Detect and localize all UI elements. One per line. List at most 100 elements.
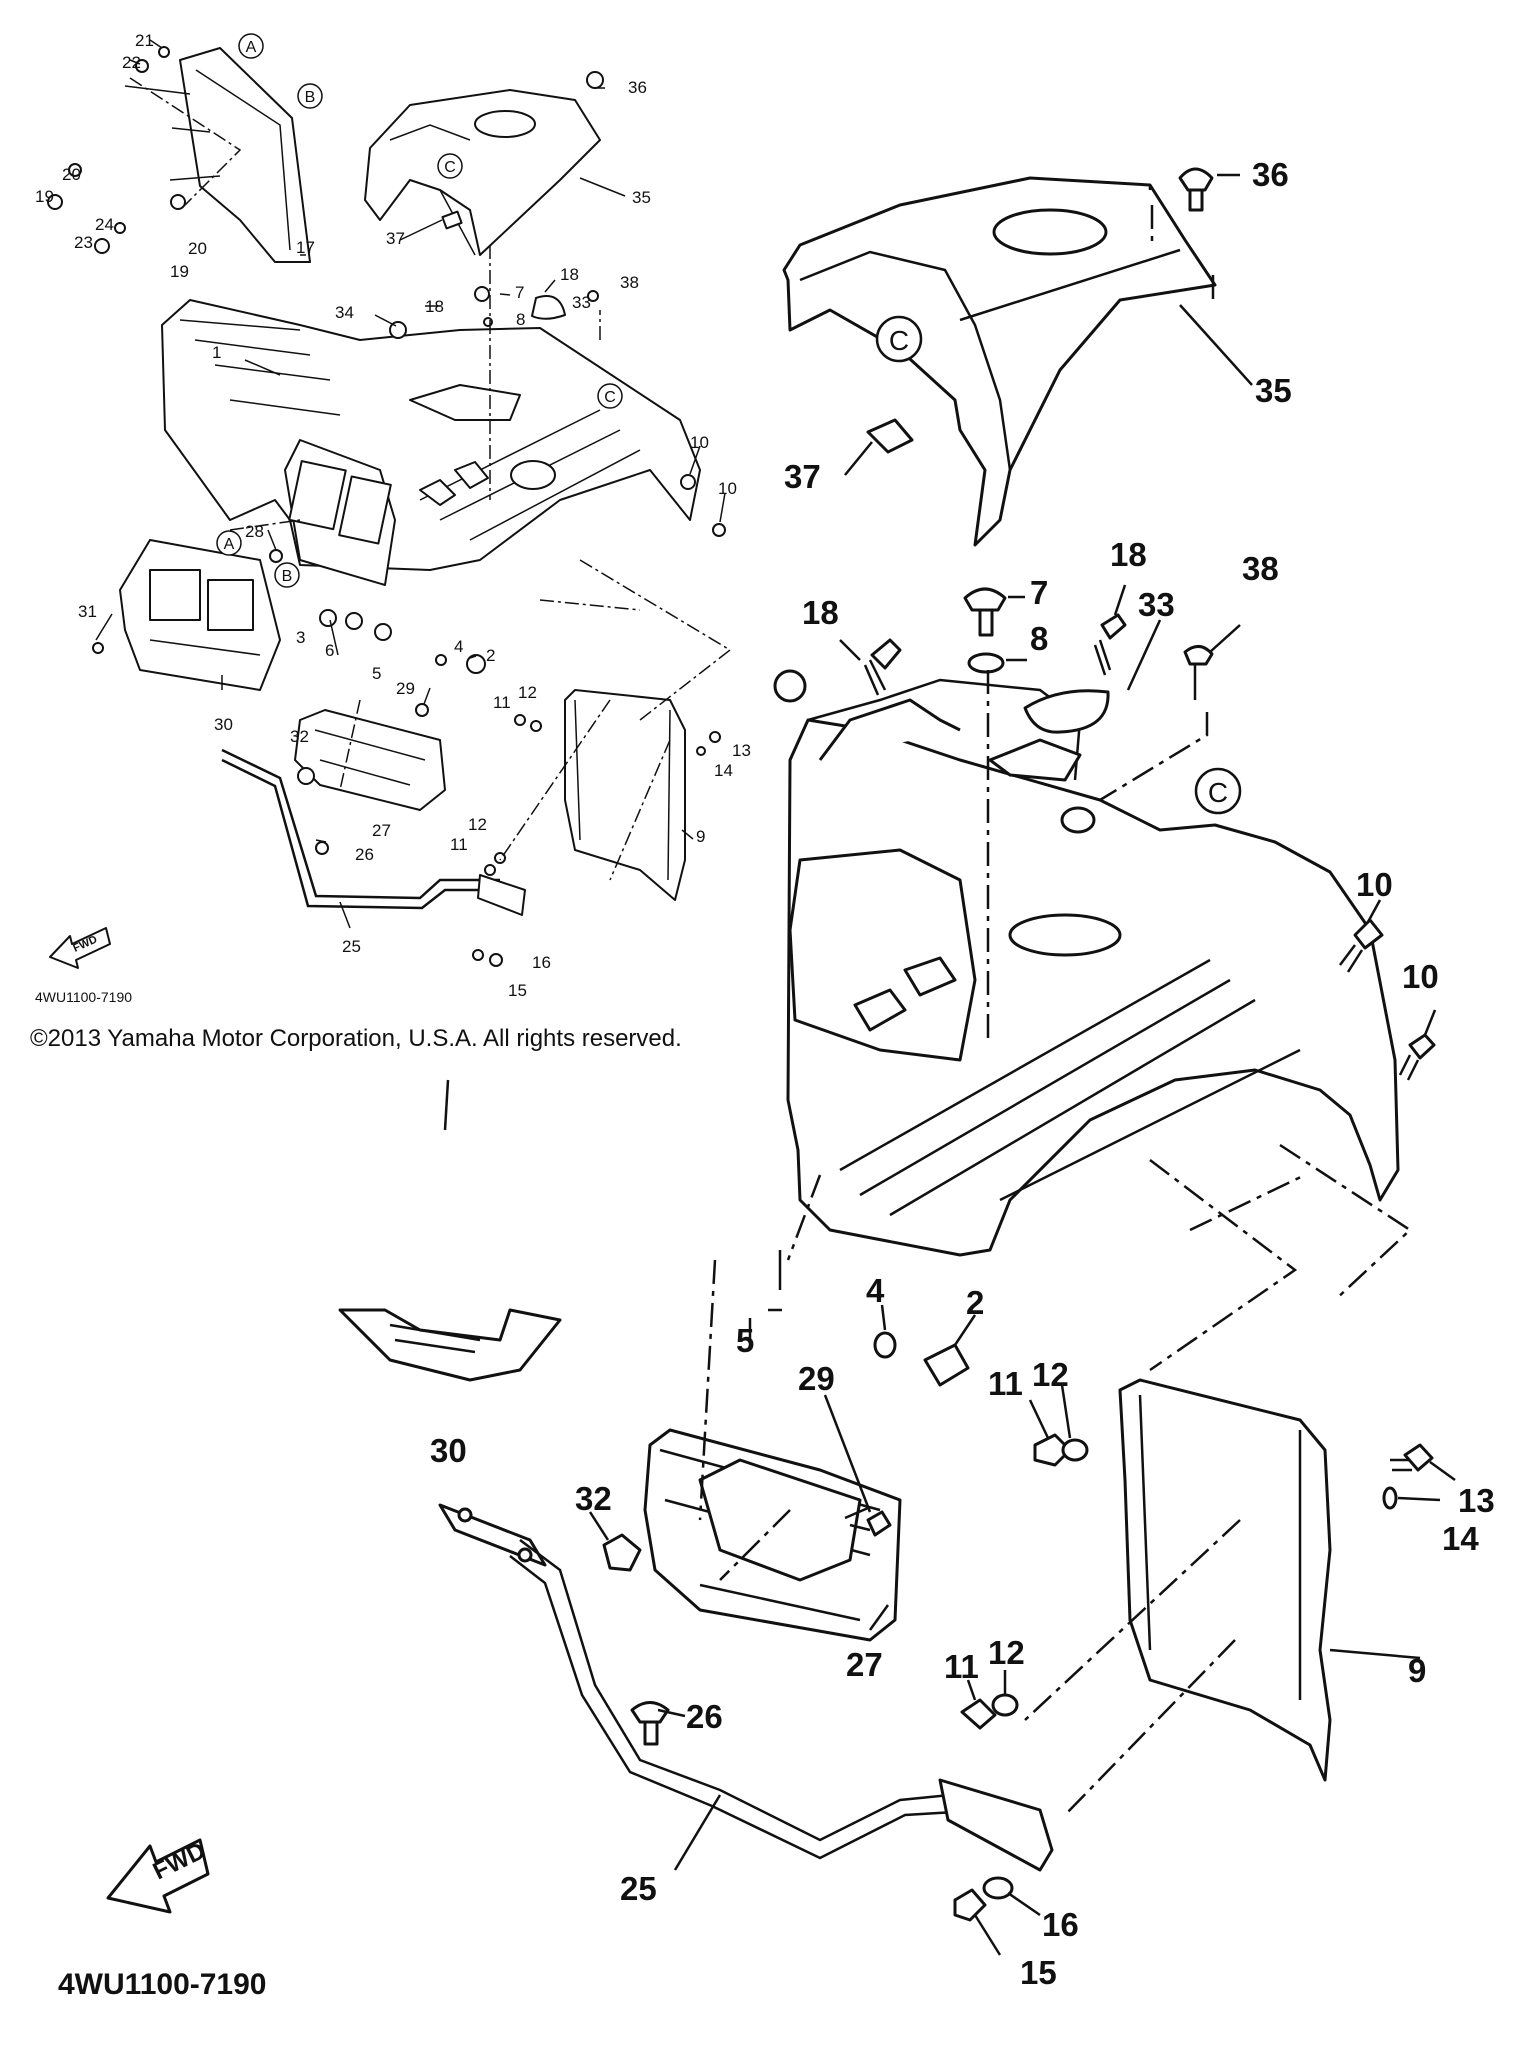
label-23: 23 xyxy=(74,233,93,252)
label-24: 24 xyxy=(95,215,114,234)
part-17-side-panel xyxy=(124,47,311,263)
label-16: 16 xyxy=(532,953,551,972)
label-20: 20 xyxy=(62,165,81,184)
small-diagram-code: 4WU1100-7190 xyxy=(35,989,132,1005)
callout-c-fender: C xyxy=(597,383,623,409)
label-5: 5 xyxy=(372,664,381,683)
label-18-b: 18 xyxy=(560,265,579,284)
label-12-b: 12 xyxy=(468,815,487,834)
label-20-b: 20 xyxy=(188,239,207,258)
label-35: 35 xyxy=(632,188,651,207)
large-callouts: C C xyxy=(875,315,1242,815)
large-label-37: 37 xyxy=(784,458,821,495)
large-callout-c-fender: C xyxy=(1194,767,1242,815)
label-31: 31 xyxy=(78,602,97,621)
large-label-27: 27 xyxy=(846,1646,883,1683)
svg-text:A: A xyxy=(224,536,235,553)
large-label-38: 38 xyxy=(1242,550,1279,587)
label-28: 28 xyxy=(245,522,264,541)
label-27: 27 xyxy=(372,821,391,840)
label-10-b: 10 xyxy=(718,479,737,498)
label-7: 7 xyxy=(515,283,524,302)
callout-c-cover: C xyxy=(437,153,463,179)
label-32: 32 xyxy=(290,727,309,746)
large-part-30-bezel xyxy=(338,1308,562,1382)
large-leader-lines xyxy=(443,173,1456,1956)
label-25: 25 xyxy=(342,937,361,956)
large-label-14: 14 xyxy=(1442,1520,1479,1557)
label-2: 2 xyxy=(486,646,495,665)
label-3: 3 xyxy=(296,628,305,647)
label-29: 29 xyxy=(396,679,415,698)
callout-a-top: A xyxy=(238,33,264,59)
small-overview-drawing: A B C C A B 2 1 xyxy=(35,31,751,1005)
label-9: 9 xyxy=(696,827,705,846)
part-9-mud-flap xyxy=(564,689,686,901)
large-label-15: 15 xyxy=(1020,1954,1057,1991)
callout-a-bezel: A xyxy=(216,530,242,556)
svg-text:B: B xyxy=(305,89,316,106)
large-fwd-arrow: FWD xyxy=(106,1837,210,1914)
label-1: 1 xyxy=(212,343,221,362)
label-11: 11 xyxy=(493,693,511,712)
large-part-35-top-cover xyxy=(782,176,1217,547)
svg-text:C: C xyxy=(444,159,456,176)
large-label-4: 4 xyxy=(866,1272,885,1309)
callout-b-bezel: B xyxy=(274,562,300,588)
label-11-b: 11 xyxy=(450,835,468,854)
label-15: 15 xyxy=(508,981,527,1000)
large-hardware xyxy=(602,167,1436,1922)
copyright-notice: ©2013 Yamaha Motor Corporation, U.S.A. A… xyxy=(30,1025,682,1052)
label-36: 36 xyxy=(628,78,647,97)
callout-b-top: B xyxy=(297,83,323,109)
label-17: 17 xyxy=(296,238,315,257)
large-label-33: 33 xyxy=(1138,586,1175,623)
small-part-labels: 21 22 19 20 24 23 20 19 17 36 35 37 34 1… xyxy=(35,31,751,1000)
svg-text:C: C xyxy=(889,325,909,356)
large-label-11-b: 11 xyxy=(944,1648,979,1685)
large-label-18: 18 xyxy=(802,594,839,631)
large-label-25: 25 xyxy=(620,1870,657,1907)
label-33: 33 xyxy=(572,293,591,312)
small-leader-lines xyxy=(95,39,726,929)
label-19-b: 19 xyxy=(170,262,189,281)
large-part-27-headlight-housing xyxy=(643,1428,902,1642)
large-label-18-b: 18 xyxy=(1110,536,1147,573)
large-label-30: 30 xyxy=(430,1432,467,1469)
large-label-13: 13 xyxy=(1458,1482,1495,1519)
small-callouts: A B C C A B xyxy=(216,33,623,588)
large-part-labels: 36 35 37 18 7 8 18 33 38 10 10 4 2 5 29 … xyxy=(430,156,1495,1991)
large-label-8: 8 xyxy=(1030,620,1048,657)
large-label-36: 36 xyxy=(1252,156,1289,193)
svg-text:A: A xyxy=(246,39,257,56)
part-27-headlight-housing xyxy=(294,709,446,811)
large-zoomed-drawing: C C 36 35 37 18 7 8 18 33 38 10 10 4 2 5… xyxy=(58,156,1495,2001)
part-35-top-cover xyxy=(364,89,601,256)
large-label-10: 10 xyxy=(1356,866,1393,903)
label-26: 26 xyxy=(355,845,374,864)
label-6: 6 xyxy=(325,641,334,660)
part-25-stay-bracket xyxy=(221,748,526,916)
large-label-35: 35 xyxy=(1255,372,1292,409)
label-14: 14 xyxy=(714,761,733,780)
label-37: 37 xyxy=(386,229,405,248)
large-label-10-b: 10 xyxy=(1402,958,1439,995)
label-12: 12 xyxy=(518,683,537,702)
large-label-12: 12 xyxy=(1032,1356,1069,1393)
label-34: 34 xyxy=(335,303,354,322)
label-4: 4 xyxy=(454,637,463,656)
large-alignment-lines xyxy=(698,275,1413,1816)
large-label-26: 26 xyxy=(686,1698,723,1735)
large-label-2: 2 xyxy=(966,1284,984,1321)
large-part-25-stay-bracket xyxy=(438,1503,1054,1872)
large-part-9-mud-flap xyxy=(1118,1378,1332,1782)
large-part-37-clip xyxy=(866,418,914,454)
large-label-11: 11 xyxy=(988,1365,1023,1402)
large-part-1-front-fender xyxy=(773,669,1400,1257)
large-label-32: 32 xyxy=(575,1480,612,1517)
large-label-16: 16 xyxy=(1042,1906,1079,1943)
large-label-12-b: 12 xyxy=(988,1634,1025,1671)
part-30-headlight-bezel xyxy=(119,539,281,691)
large-label-9: 9 xyxy=(1408,1652,1426,1689)
